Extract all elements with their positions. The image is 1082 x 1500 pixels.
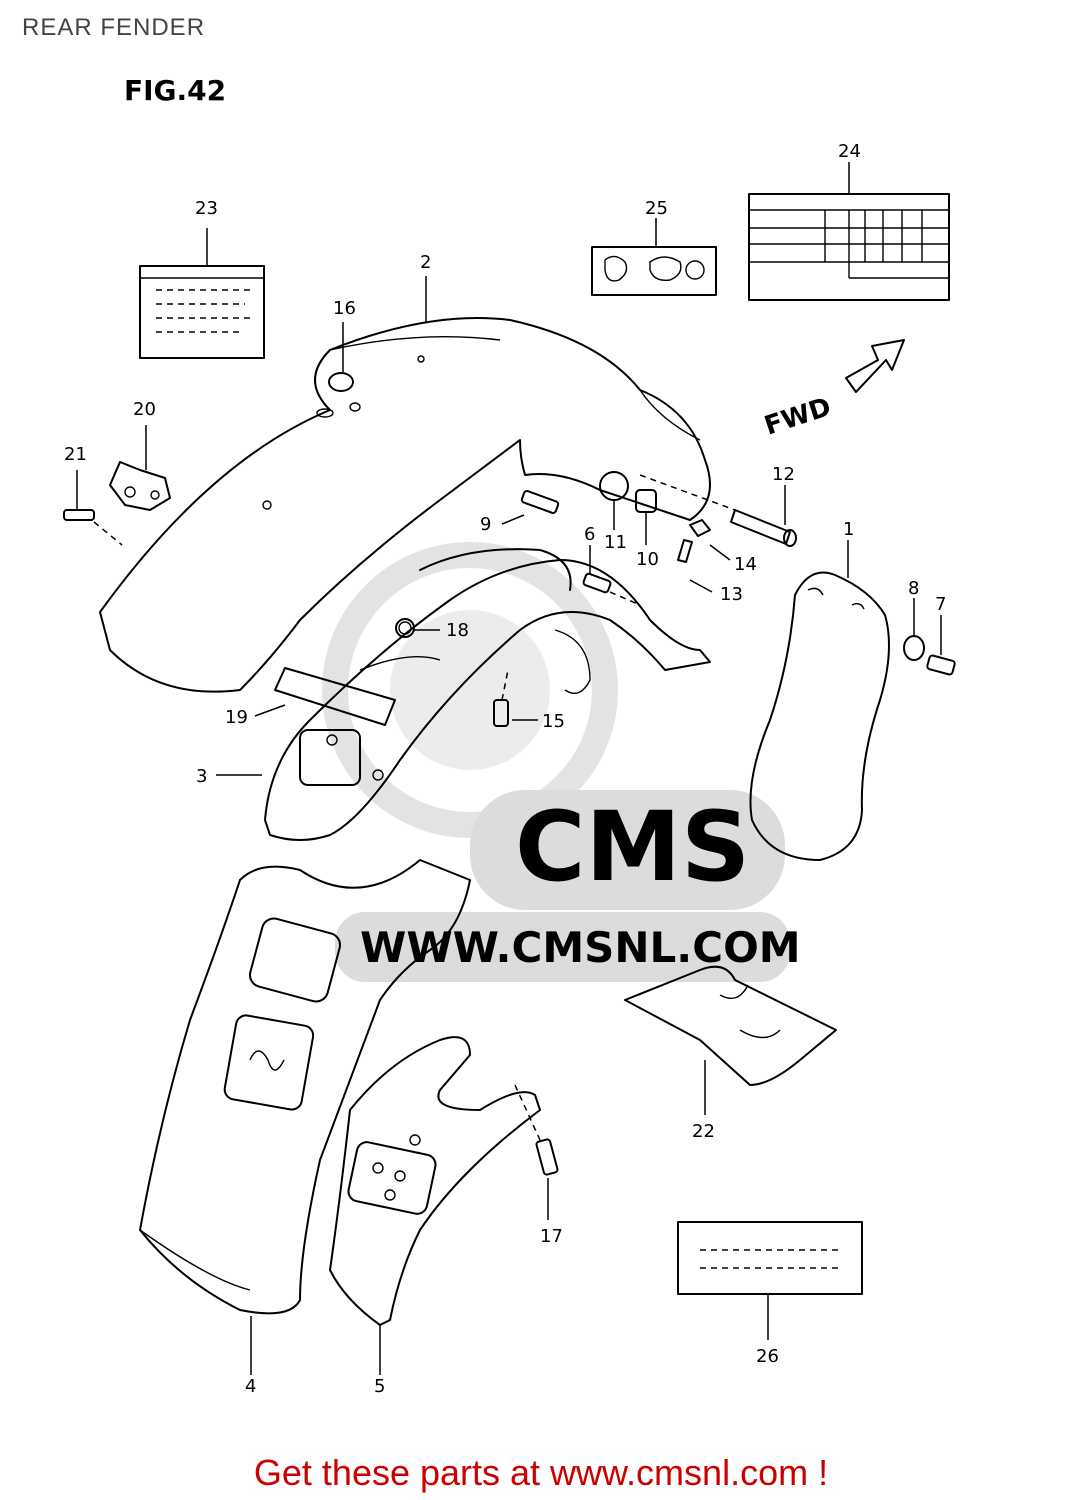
callout-11: 11 — [604, 532, 627, 553]
bolt-6 — [582, 545, 641, 606]
washer-8 — [903, 598, 925, 661]
callout-18: 18 — [446, 620, 469, 641]
rear-frame-3 — [216, 548, 711, 841]
rear-fender-lower-4 — [139, 859, 471, 1375]
pictogram-label-25 — [591, 218, 717, 296]
callout-17: 17 — [540, 1226, 563, 1247]
screw-17 — [514, 1084, 559, 1220]
screw-13 — [677, 539, 713, 593]
nut-14 — [689, 519, 731, 561]
bolt-12 — [639, 474, 797, 547]
warning-label-23 — [139, 228, 265, 359]
callout-5: 5 — [374, 1376, 385, 1397]
callout-1: 1 — [843, 519, 854, 540]
callout-6: 6 — [584, 524, 595, 545]
callout-9: 9 — [480, 514, 491, 535]
callout-4: 4 — [245, 1376, 256, 1397]
callout-10: 10 — [636, 549, 659, 570]
label-26 — [677, 1221, 863, 1340]
callout-13: 13 — [720, 584, 743, 605]
forward-direction-arrow: FWD — [761, 339, 905, 442]
page-title: REAR FENDER — [22, 14, 206, 41]
bolt-7 — [926, 615, 956, 676]
watermark-brand: CMS — [515, 791, 750, 903]
callout-12: 12 — [772, 464, 795, 485]
grommet-18 — [395, 618, 440, 638]
callout-26: 26 — [756, 1346, 779, 1367]
reflector-bracket-20 — [109, 425, 171, 511]
pad-22 — [624, 965, 837, 1115]
callout-14: 14 — [734, 554, 757, 575]
callout-8: 8 — [908, 578, 919, 599]
callout-24: 24 — [838, 141, 861, 162]
callout-16: 16 — [333, 298, 356, 319]
cms-watermark: CMS WWW.CMSNL.COM — [322, 542, 801, 982]
collar-10 — [635, 489, 657, 545]
cushion-11 — [599, 471, 629, 530]
rear-fender-main-2 — [99, 276, 711, 693]
callout-7: 7 — [935, 594, 946, 615]
callout-23: 23 — [195, 198, 218, 219]
callout-3: 3 — [196, 766, 207, 787]
spacer-19 — [254, 667, 396, 726]
callout-25: 25 — [645, 198, 668, 219]
mudguard-1 — [749, 540, 890, 861]
bolt-15 — [493, 669, 538, 727]
plate-bracket-5 — [329, 1036, 541, 1375]
fwd-label: FWD — [761, 392, 835, 442]
bolt-9 — [501, 490, 560, 525]
callout-21: 21 — [64, 444, 87, 465]
callout-22: 22 — [692, 1121, 715, 1142]
watermark-url: WWW.CMSNL.COM — [360, 923, 801, 972]
figure-label: FIG.42 — [124, 74, 226, 107]
grommet-16 — [316, 322, 361, 418]
parts-shop-link[interactable]: Get these parts at www.cmsnl.com ! — [253, 1452, 829, 1493]
callout-19: 19 — [225, 707, 248, 728]
chart-label-24 — [748, 162, 950, 301]
screw-21 — [63, 470, 123, 546]
callout-2: 2 — [420, 252, 431, 273]
callout-15: 15 — [542, 711, 565, 732]
callout-20: 20 — [133, 399, 156, 420]
